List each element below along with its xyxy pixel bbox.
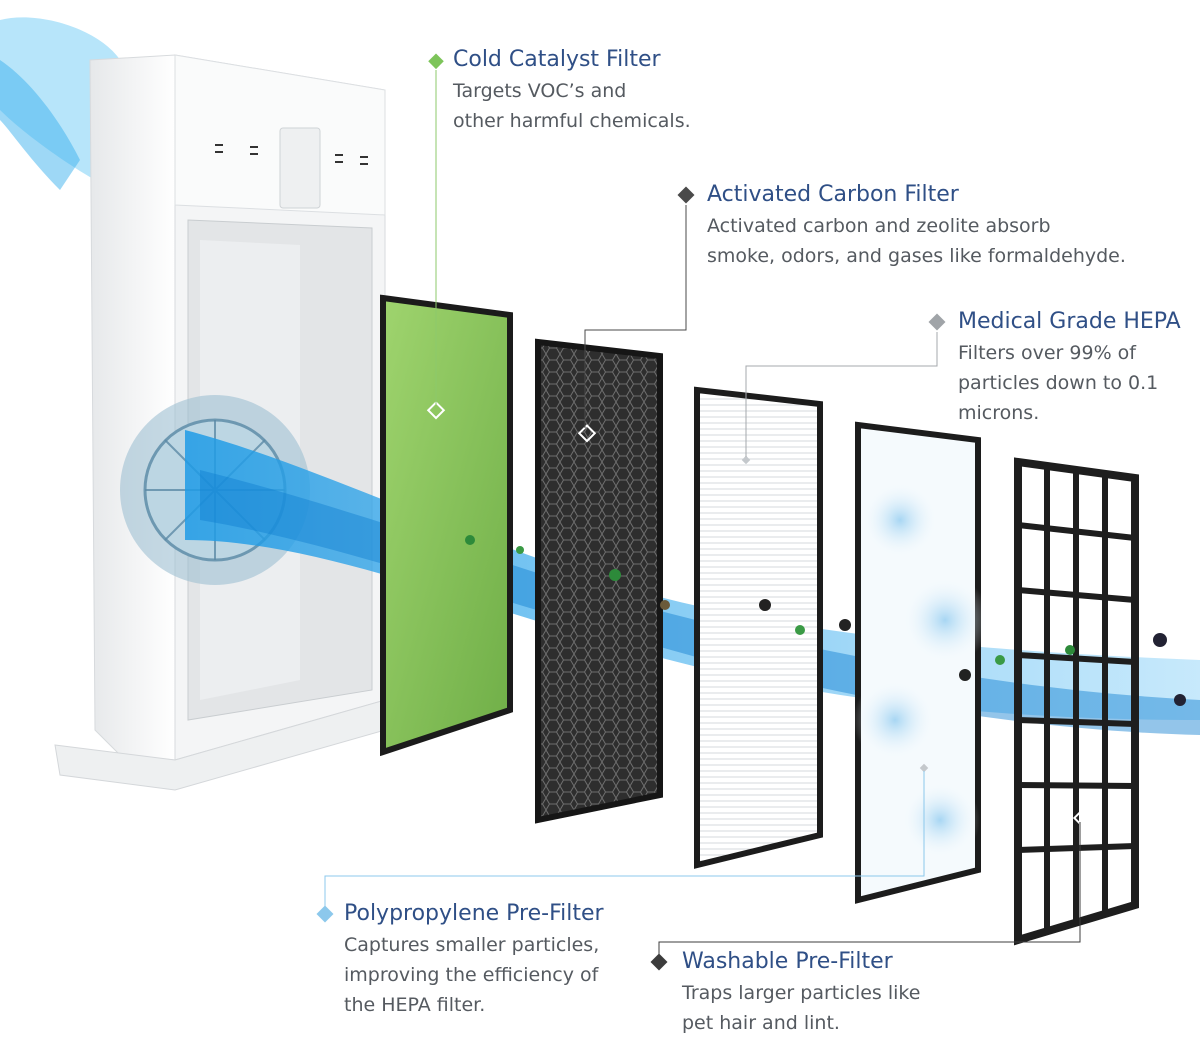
particles <box>465 535 1186 706</box>
polypropylene-title: Polypropylene Pre-Filter <box>344 901 604 926</box>
polypropylene-callout: Polypropylene Pre-Filter Captures smalle… <box>344 900 604 1020</box>
washable-description: Traps larger particles like pet hair and… <box>682 978 920 1038</box>
hepa-desc-line: Filters over 99% of <box>958 342 1136 364</box>
polypropylene-desc-line: Captures smaller particles, <box>344 934 600 956</box>
hepa-filter-panel <box>694 386 823 869</box>
hepa-title: Medical Grade HEPA <box>958 309 1181 334</box>
cold-catalyst-description: Targets VOC’s and other harmful chemical… <box>453 76 691 136</box>
activated-carbon-callout: Activated Carbon Filter Activated carbon… <box>707 181 1126 271</box>
hepa-leader-line <box>745 332 938 457</box>
hepa-diamond-icon <box>928 313 946 331</box>
polypropylene-diamond-icon <box>316 905 334 923</box>
activated-carbon-desc-line: Activated carbon and zeolite absorb <box>707 215 1051 237</box>
filter-markers <box>426 401 1089 826</box>
washable-desc-line: pet hair and lint. <box>682 1012 840 1034</box>
polypropylene-filter-panel <box>853 421 990 904</box>
washable-leader-line <box>658 822 1081 962</box>
polypropylene-desc-line: improving the efficiency of <box>344 964 599 986</box>
hepa-callout: Medical Grade HEPA Filters over 99% of p… <box>958 308 1181 428</box>
polypropylene-leader-line <box>324 771 925 912</box>
activated-carbon-title: Activated Carbon Filter <box>707 182 959 207</box>
washable-diamond-icon <box>650 953 668 971</box>
cold-catalyst-title: Cold Catalyst Filter <box>453 47 661 72</box>
hepa-desc-line: particles down to 0.1 <box>958 372 1159 394</box>
cold-catalyst-desc-line: other harmful chemicals. <box>453 110 691 132</box>
hepa-description: Filters over 99% of particles down to 0.… <box>958 338 1181 428</box>
polypropylene-desc-line: the HEPA filter. <box>344 994 486 1016</box>
cold-catalyst-desc-line: Targets VOC’s and <box>453 80 627 102</box>
cold-catalyst-diamond-icon <box>428 53 444 70</box>
activated-carbon-description: Activated carbon and zeolite absorb smok… <box>707 211 1126 271</box>
washable-prefilter-panel <box>1014 457 1139 946</box>
activated-carbon-filter-panel <box>535 338 663 824</box>
washable-title: Washable Pre-Filter <box>682 949 893 974</box>
polypropylene-description: Captures smaller particles, improving th… <box>344 930 604 1020</box>
cold-catalyst-callout: Cold Catalyst Filter Targets VOC’s and o… <box>453 46 691 136</box>
activated-carbon-leader-line <box>584 205 687 428</box>
washable-desc-line: Traps larger particles like <box>682 982 921 1004</box>
activated-carbon-desc-line: smoke, odors, and gases like formaldehyd… <box>707 245 1126 267</box>
cold-catalyst-filter-panel <box>380 294 513 757</box>
washable-callout: Washable Pre-Filter Traps larger particl… <box>682 948 920 1038</box>
hepa-desc-line: microns. <box>958 402 1040 424</box>
air-purifier-unit <box>0 17 386 791</box>
activated-carbon-diamond-icon <box>677 186 695 204</box>
